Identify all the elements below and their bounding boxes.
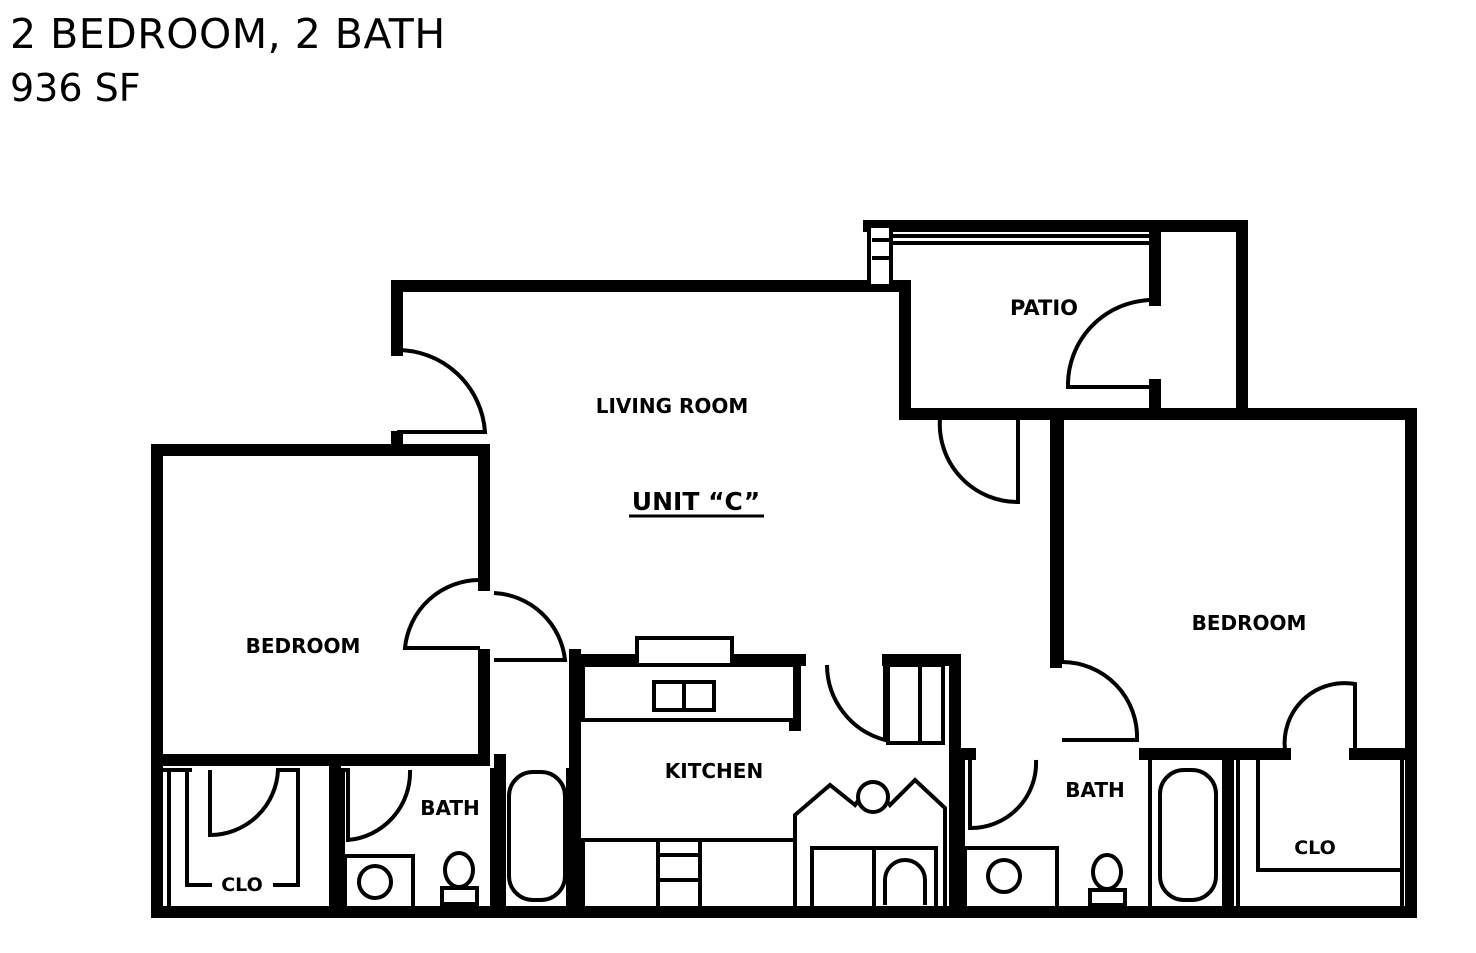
label-bath-right: BATH: [1065, 778, 1125, 802]
floorplan-area: 936 SF: [10, 66, 141, 110]
label-bath-left: BATH: [420, 796, 480, 820]
floorplan-header: 2 BEDROOM, 2 BATH 936 SF: [10, 10, 446, 110]
label-living-room: LIVING ROOM: [596, 394, 749, 418]
exterior-walls: [151, 220, 1417, 918]
floorplan-title: 2 BEDROOM, 2 BATH: [10, 10, 446, 58]
kitchen-fixtures: [581, 636, 947, 910]
label-kitchen: KITCHEN: [665, 759, 763, 783]
label-closet-left: CLO: [221, 874, 263, 896]
door-swings: [208, 417, 1357, 843]
label-patio: PATIO: [1010, 296, 1078, 320]
label-unit: UNIT “C”: [632, 487, 760, 516]
label-bedroom-right: BEDROOM: [1192, 611, 1307, 635]
right-bath-fixtures: [963, 768, 1218, 910]
patio-details: [867, 224, 1161, 416]
left-bath-fixtures: [343, 770, 567, 910]
label-bedroom-left: BEDROOM: [246, 634, 361, 658]
interior-walls: [151, 408, 1417, 918]
room-labels: PATIO LIVING ROOM UNIT “C” BEDROOM BEDRO…: [221, 296, 1336, 896]
label-closet-right: CLO: [1294, 837, 1336, 859]
entry-door-icon: [396, 347, 488, 434]
